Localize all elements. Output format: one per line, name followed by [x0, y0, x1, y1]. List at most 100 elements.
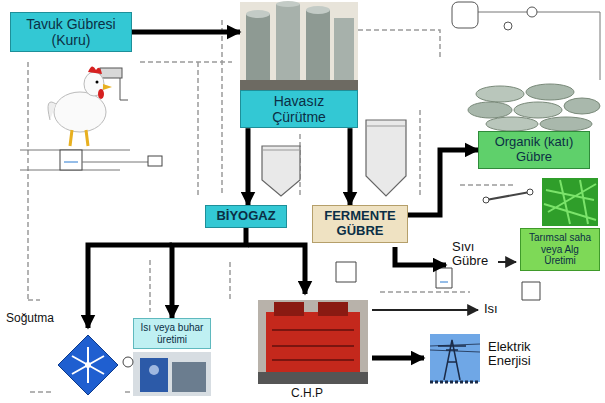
illustration-part: [372, 356, 424, 361]
output-label: Isı: [484, 302, 524, 316]
illustration-part: [486, 117, 538, 131]
illustration-part: [306, 10, 330, 90]
illustration-part: [272, 330, 354, 360]
illustration-part: [430, 334, 480, 382]
illustration-part: [262, 126, 406, 150]
illustration-part: [229, 262, 231, 300]
illustration-part: [526, 84, 574, 100]
illustration-part: [103, 84, 112, 90]
illustration-part: [468, 84, 600, 131]
heat-box: Isı veya buhar üretimi: [133, 318, 211, 349]
flow-arrow: [348, 128, 353, 205]
illustration-part: [221, 20, 223, 196]
illustration-part: [336, 262, 540, 300]
illustration-part: [98, 89, 104, 99]
illustration-part: [266, 312, 360, 372]
flow-arrow: [172, 228, 246, 318]
illustration-part: [125, 391, 130, 393]
illustration-part: [436, 268, 452, 288]
illustration-part: [430, 334, 480, 382]
illustration-part: [514, 102, 562, 118]
illustration-part: [274, 302, 304, 316]
illustration-part: [366, 120, 406, 196]
biogas-box: BİYOGAZ: [205, 205, 287, 228]
product-box: Organik (katı) Gübre: [478, 131, 590, 169]
input-box: Tavuk Gübresi (Kuru): [10, 12, 132, 52]
illustration-part: [318, 302, 348, 316]
illustration-part: [149, 260, 151, 312]
illustration-part: [306, 6, 330, 14]
illustration-part: [123, 352, 211, 396]
digestate-box: FERMENTE GÜBRE: [312, 205, 408, 243]
illustration-part: [27, 62, 29, 300]
illustration-part: [88, 66, 102, 74]
illustration-part: [54, 92, 106, 132]
illustration-part: [358, 30, 440, 60]
illustration-part: [440, 282, 448, 283]
illustration-part: [58, 335, 118, 395]
output-label: Soğutma: [6, 312, 76, 325]
illustration-part: [540, 117, 592, 131]
illustration-part: [452, 2, 537, 30]
node-text: Isı veya buhar üretimi: [137, 322, 207, 345]
illustration-part: [100, 68, 122, 78]
illustration-part: [522, 282, 540, 300]
illustration-part: [60, 150, 162, 170]
illustration-part: [395, 247, 446, 265]
illustration-part: [72, 347, 104, 383]
flow-arrow: [246, 128, 251, 205]
illustration-part: [419, 110, 421, 196]
illustration-part: [486, 192, 530, 200]
illustration-part: [334, 18, 354, 90]
illustration-part: [452, 2, 478, 28]
illustration-part: [48, 102, 56, 120]
node-text: Tarımsal saha veya Alg Üretimi: [524, 232, 596, 267]
illustration-part: [336, 262, 356, 282]
illustration-part: [372, 309, 478, 311]
illustration-part: [96, 81, 99, 84]
node-text: Havasız Çürütme: [240, 90, 358, 128]
illustration-part: [468, 102, 512, 118]
illustration-part: [542, 178, 598, 226]
illustration-part: [262, 146, 300, 196]
flow-arrow: [408, 150, 478, 215]
illustration-part: [380, 291, 470, 293]
illustration-part: [498, 261, 516, 263]
output-label: Sıvı Gübre: [452, 240, 498, 269]
illustration-part: [172, 362, 206, 392]
illustration-part: [542, 178, 598, 226]
illustration-part: [88, 245, 172, 328]
illustration-part: [60, 150, 82, 170]
illustration-part: [262, 120, 406, 196]
illustration-part: [123, 357, 133, 367]
illustration-part: [30, 391, 54, 393]
illustration-part: [82, 162, 150, 163]
illustration-part: [248, 245, 305, 294]
illustration-part: [276, 1, 300, 7]
illustration-part: [560, 12, 600, 80]
illustration-part: [140, 61, 232, 63]
illustration-part: [438, 340, 466, 380]
illustration-part: [258, 300, 368, 384]
illustration-part: [28, 299, 40, 301]
output-label: Elektrik Enerjisi: [488, 340, 558, 369]
illustration-part: [72, 347, 104, 383]
illustration-part: [476, 86, 524, 102]
illustration-part: [258, 372, 368, 384]
illustration-part: [149, 365, 159, 375]
illustration-part: [258, 300, 368, 384]
illustration-part: [133, 352, 211, 396]
illustration-part: [483, 197, 489, 203]
illustration-part: [470, 12, 560, 13]
illustration-part: [483, 189, 533, 203]
node-text: BİYOGAZ: [210, 209, 282, 224]
illustration-part: [527, 7, 537, 17]
use-box: Tarımsal saha veya Alg Üretimi: [520, 228, 600, 271]
illustration-part: [85, 362, 91, 368]
node-text: Tavuk Gübresi (Kuru): [15, 16, 127, 48]
illustration-part: [276, 4, 300, 90]
illustration-part: [58, 335, 118, 395]
illustration-part: [240, 80, 358, 90]
illustration-part: [504, 22, 512, 30]
